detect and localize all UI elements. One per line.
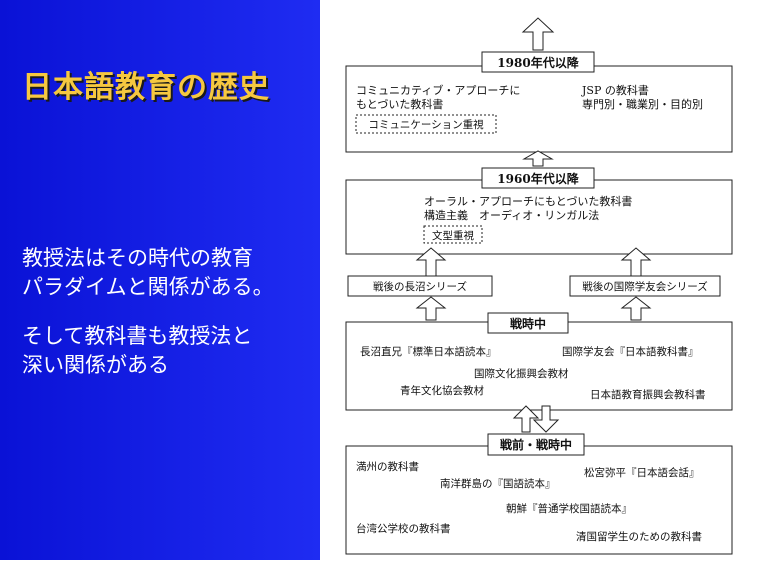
era-1980-box	[345, 65, 733, 153]
era-1980-tag: コミュニケーション重視	[368, 118, 484, 131]
prewar-item-5: 台湾公学校の教科書	[356, 522, 451, 535]
paragraph-1: 教授法はその時代の教育 パラダイムと関係がある。	[22, 244, 274, 302]
arrow-wartime-to-right-series	[620, 296, 652, 321]
history-diagram: 1980年代以降 コミュニカティブ・アプローチに もとづいた教科書 JSP の教…	[320, 0, 758, 560]
wartime-header-box	[487, 312, 569, 334]
prewar-item-2: 松宮弥平『日本語会話』	[584, 466, 700, 479]
series-right-label: 戦後の国際学友会シリーズ	[582, 280, 707, 293]
wartime-box	[345, 321, 733, 411]
paragraph-2-line-1: そして教科書も教授法と	[22, 324, 253, 348]
prewar-box	[345, 445, 733, 555]
wartime-item-2: 国際学友会『日本語教科書』	[562, 345, 699, 358]
arrow-prewar-up	[512, 405, 540, 433]
wartime-item-5: 日本語教育振興会教科書	[590, 388, 706, 401]
arrow-wartime-down	[532, 405, 560, 433]
arrow-1960-to-1980	[522, 150, 554, 167]
left-panel: 日本語教育の歴史 教授法はその時代の教育 パラダイムと関係がある。 そして教科書…	[0, 0, 320, 560]
era-1960-line2: 構造主義 オーディオ・リンガル法	[424, 208, 599, 222]
series-right-box	[569, 275, 721, 297]
era-1980-tag-box	[355, 114, 497, 134]
prewar-item-3: 南洋群島の『国語読本』	[440, 477, 556, 490]
series-left-label: 戦後の長沼シリーズ	[373, 280, 467, 293]
series-left-box	[347, 275, 493, 297]
prewar-item-4: 朝鮮『普通学校国語読本』	[506, 502, 632, 515]
arrow-up-top	[521, 17, 555, 51]
era-1960-header-box	[481, 167, 595, 189]
prewar-header-box	[487, 433, 585, 456]
paragraph-1-line-2: パラダイムと関係がある。	[22, 275, 274, 299]
era-1980-right-line2: 専門別・職業別・目的別	[582, 97, 703, 111]
era-1980-header-box	[481, 51, 595, 73]
era-1960-header: 1960年代以降	[497, 171, 579, 186]
prewar-item-6: 清国留学生のための教科書	[576, 530, 702, 543]
era-1960-tag-box	[423, 225, 483, 244]
arrow-wartime-to-left-series	[415, 296, 447, 321]
diagram-svg: 1980年代以降 コミュニカティブ・アプローチに もとづいた教科書 JSP の教…	[345, 17, 733, 555]
paragraph-2: そして教科書も教授法と 深い関係がある	[22, 322, 252, 380]
era-1960-tag: 文型重視	[432, 229, 474, 242]
era-1980-left-line1: コミュニカティブ・アプローチに	[356, 83, 520, 97]
era-1980-header: 1980年代以降	[497, 55, 579, 70]
era-1960-line1: オーラル・アプローチにもとづいた教科書	[424, 194, 632, 208]
wartime-header: 戦時中	[510, 316, 546, 331]
arrow-right-series-up	[620, 247, 652, 277]
wartime-item-3: 国際文化振興会教材	[474, 367, 569, 380]
paragraph-2-line-2: 深い関係がある	[22, 353, 169, 377]
slide-title: 日本語教育の歴史	[22, 70, 270, 105]
era-1980-left-line2: もとづいた教科書	[356, 97, 443, 111]
arrow-left-series-up	[415, 247, 447, 277]
era-1980-right-line1: JSP の教科書	[581, 83, 649, 97]
prewar-header: 戦前・戦時中	[500, 437, 572, 452]
paragraph-1-line-1: 教授法はその時代の教育	[22, 246, 253, 270]
wartime-item-1: 長沼直兄『標準日本語読本』	[360, 345, 497, 358]
wartime-item-4: 青年文化協会教材	[400, 384, 484, 397]
prewar-item-1: 満州の教科書	[356, 460, 419, 473]
